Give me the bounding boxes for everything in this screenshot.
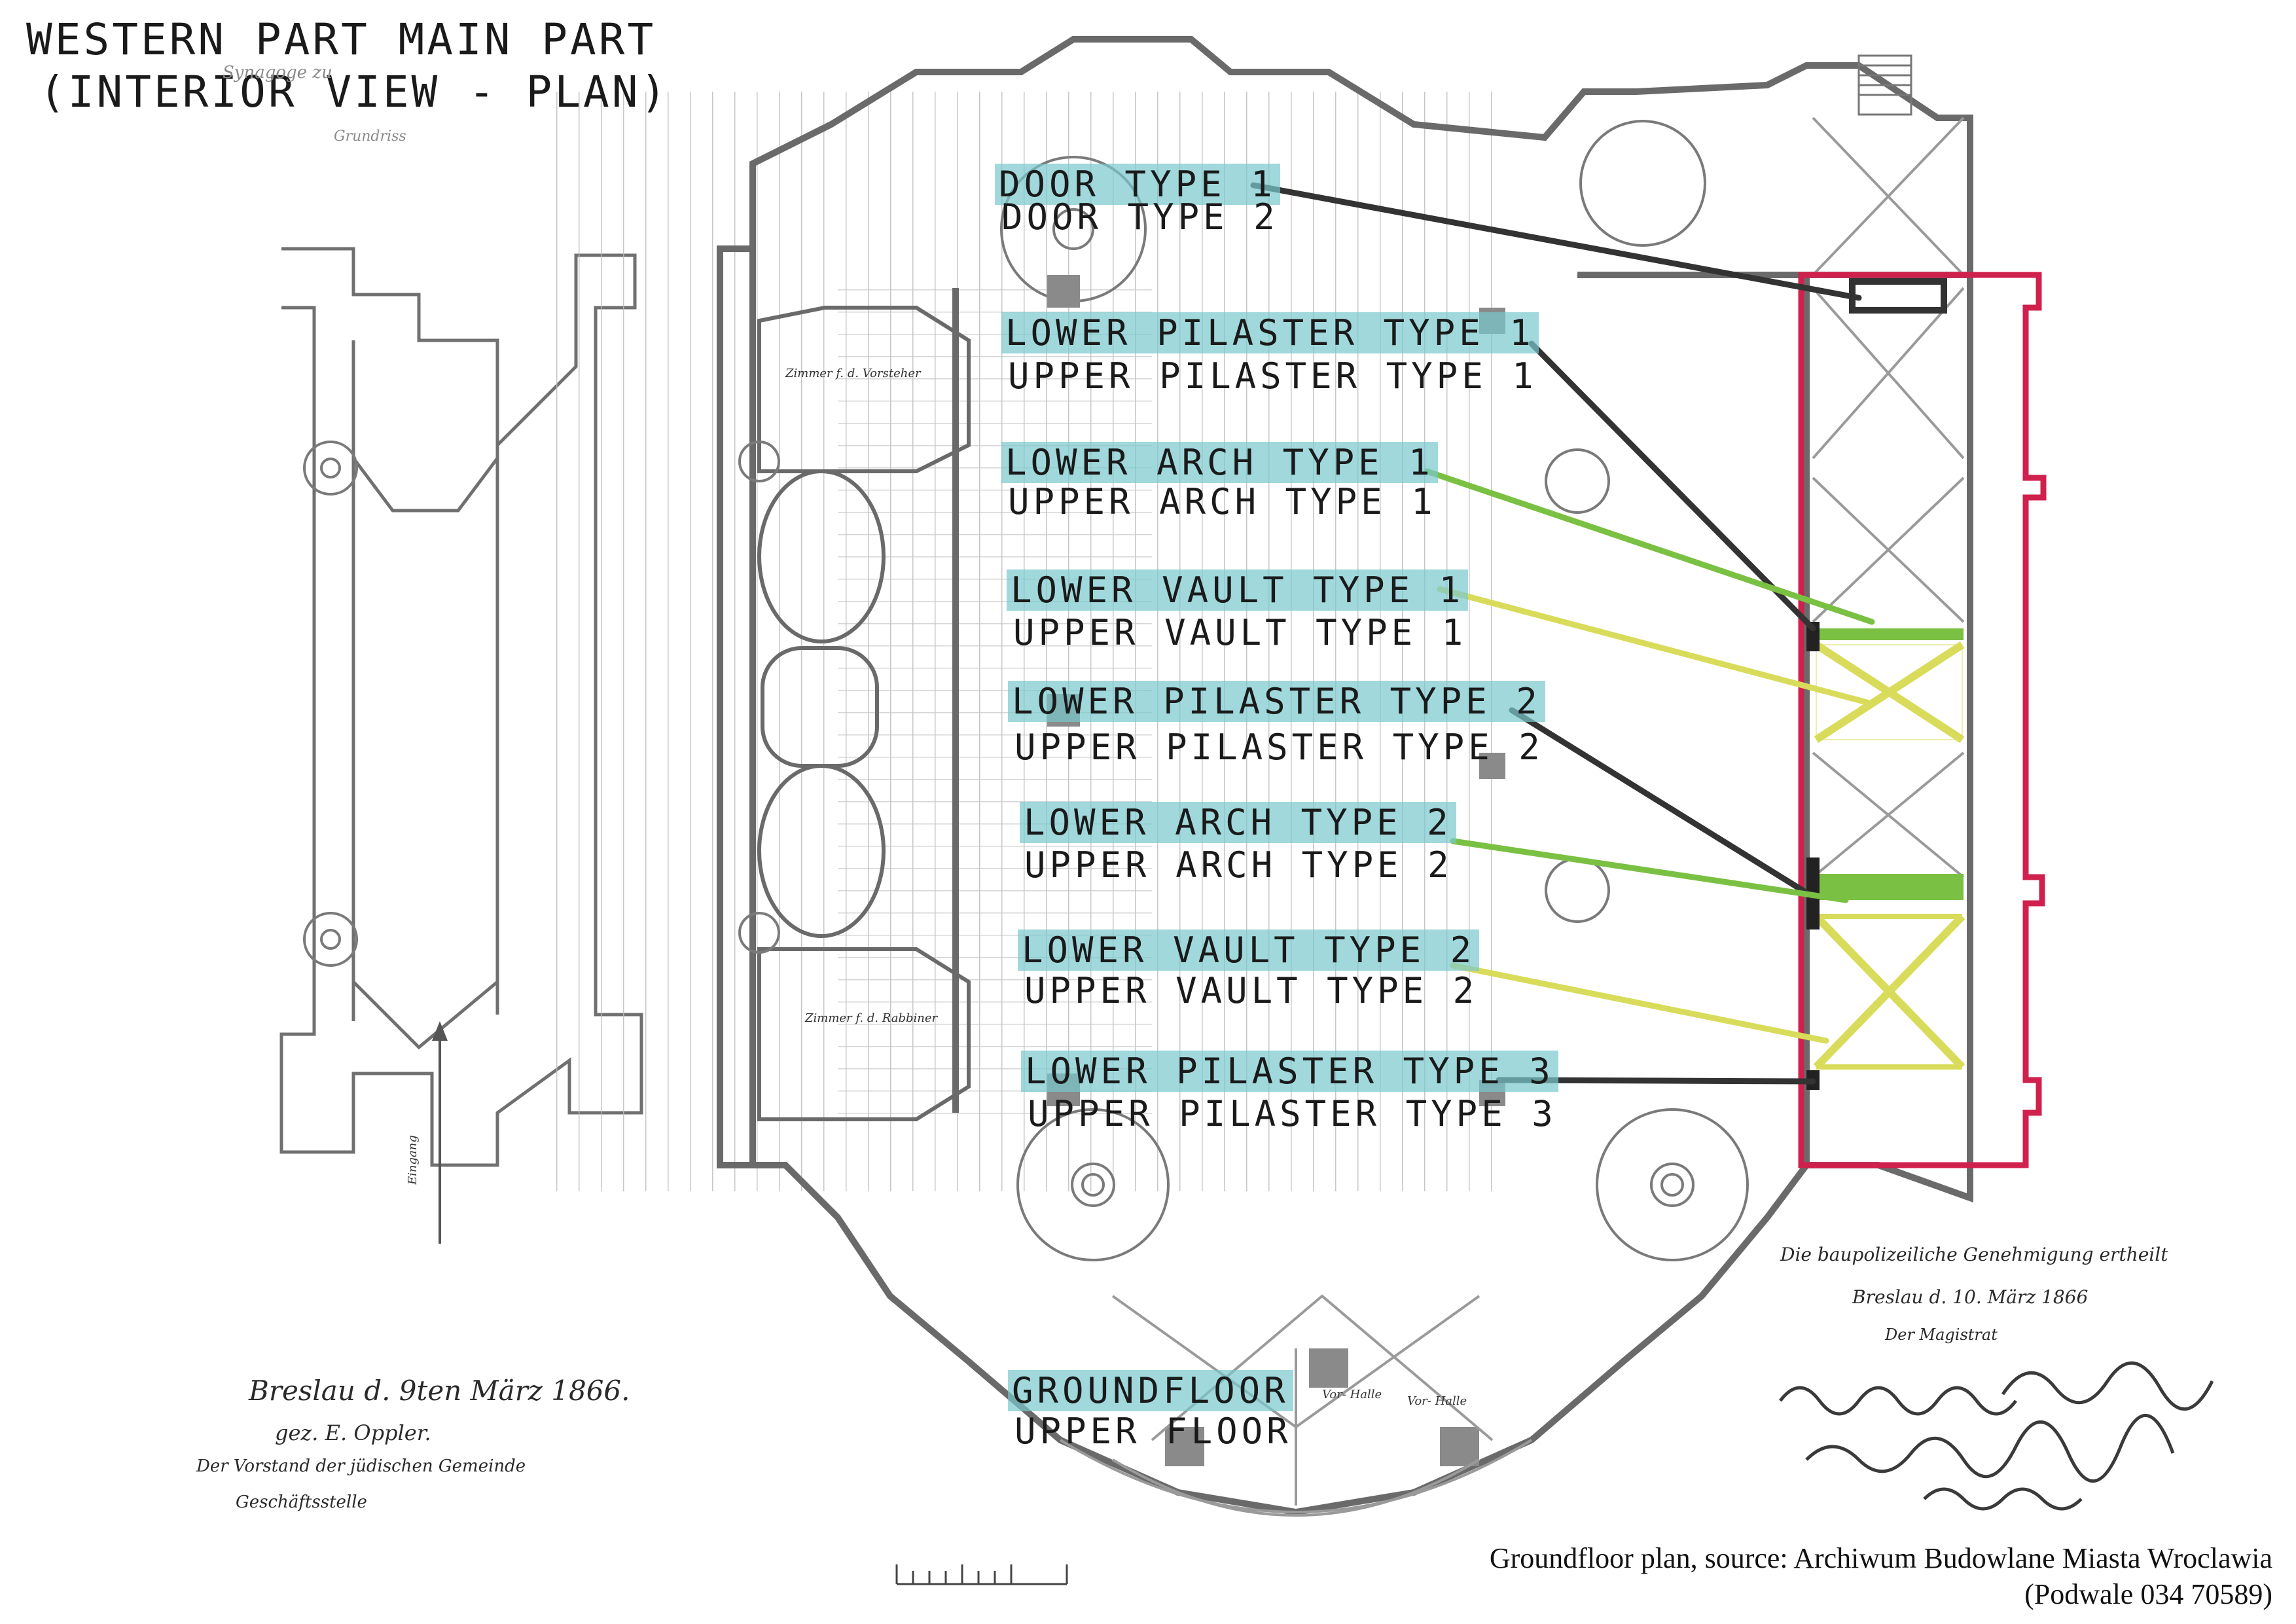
label-upper-vault-type-2: UPPER VAULT TYPE 2 (1024, 970, 1479, 1011)
room-label-vestibule-west: Vor- Halle (1322, 1388, 1382, 1401)
source-caption: Groundfloor plan, source: Archiwum Budow… (1489, 1542, 2272, 1574)
signature-left-line4: Geschäftsstelle (236, 1492, 367, 1512)
signature-right-line3: Der Magistrat (1885, 1326, 1998, 1344)
label-lower-arch-type-1: LOWER ARCH TYPE 1 (1001, 442, 1438, 483)
label-upper-pilaster-type-2: UPPER PILASTER TYPE 2 (1014, 727, 1544, 768)
label-door-type-2: DOOR TYPE 2 (1001, 196, 1279, 238)
page-title: WESTERN PART MAIN PART (26, 14, 656, 65)
label-upper-pilaster-type-3: UPPER PILASTER TYPE 3 (1028, 1093, 1557, 1134)
label-lower-pilaster-type-1: LOWER PILASTER TYPE 1 (1001, 312, 1539, 353)
faint-heading-sub: Grundriss (334, 128, 406, 145)
signature-left-line1: Breslau d. 9ten März 1866. (249, 1375, 630, 1407)
label-lower-vault-type-1: LOWER VAULT TYPE 1 (1007, 569, 1469, 611)
label-door-type-1: DOOR TYPE 1 (995, 164, 1280, 205)
page-subtitle: (INTERIOR VIEW - PLAN) (39, 67, 670, 117)
label-groundfloor: GROUNDFLOOR (1008, 1370, 1293, 1411)
leader-lines (1250, 182, 1875, 1085)
label-lower-pilaster-type-3: LOWER PILASTER TYPE 3 (1021, 1051, 1558, 1092)
label-lower-arch-type-2: LOWER ARCH TYPE 2 (1020, 802, 1456, 843)
signature-left-line3: Der Vorstand der jüdischen Gemeinde (196, 1456, 526, 1476)
selection-outline (1798, 272, 2047, 1168)
scale-bar (895, 1564, 1068, 1585)
western-staircases (303, 441, 358, 967)
label-upper-arch-type-1: UPPER ARCH TYPE 1 (1008, 481, 1437, 522)
signature-right-line1: Die baupolizeiliche Genehmigung ertheilt (1780, 1244, 2168, 1265)
room-label-south: Zimmer f. d. Rabbiner (805, 1011, 938, 1025)
label-upper-arch-type-2: UPPER ARCH TYPE 2 (1024, 844, 1453, 886)
room-label-north: Zimmer f. d. Vorsteher (785, 367, 921, 380)
label-upper-vault-type-1: UPPER VAULT TYPE 1 (1013, 612, 1467, 653)
room-label-entrance: Eingang (406, 1135, 420, 1185)
signature-right-line2: Breslau d. 10. März 1866 (1852, 1286, 2089, 1308)
selection-overlays (1806, 278, 1965, 1090)
label-upper-floor: UPPER FLOOR (1014, 1411, 1292, 1452)
main-building-plan (543, 36, 1973, 1517)
source-caption-reference: (Podwale 034 70589) (2024, 1578, 2272, 1610)
label-lower-vault-type-2: LOWER VAULT TYPE 2 (1018, 929, 1480, 971)
label-lower-pilaster-type-2: LOWER PILASTER TYPE 2 (1008, 681, 1545, 722)
signature-scribbles (1779, 1362, 2214, 1511)
room-label-vestibule: Vor- Halle (1407, 1394, 1467, 1408)
signature-left-line2: gez. E. Oppler. (275, 1420, 431, 1445)
faint-heading: Synagoge zu (223, 63, 332, 82)
label-upper-pilaster-type-1: UPPER PILASTER TYPE 1 (1008, 355, 1537, 397)
